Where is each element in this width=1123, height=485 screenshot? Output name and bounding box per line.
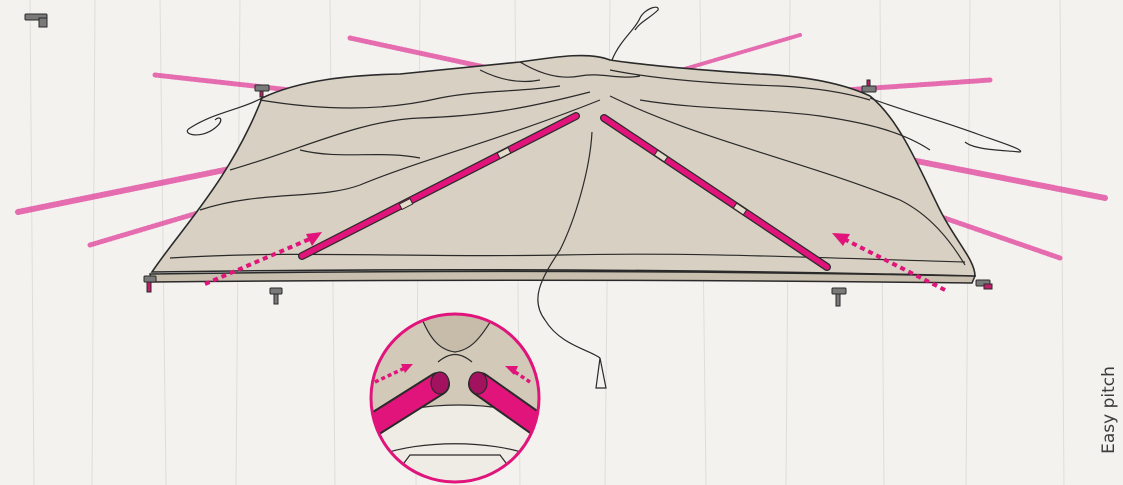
stake-icon <box>144 276 156 292</box>
stake-icon <box>270 288 282 304</box>
stake-icon <box>976 280 992 289</box>
side-caption: Easy pitch <box>1099 366 1119 454</box>
corner-logo-icon <box>25 14 47 27</box>
stake-icon <box>862 80 876 92</box>
stake-icon <box>832 288 846 306</box>
